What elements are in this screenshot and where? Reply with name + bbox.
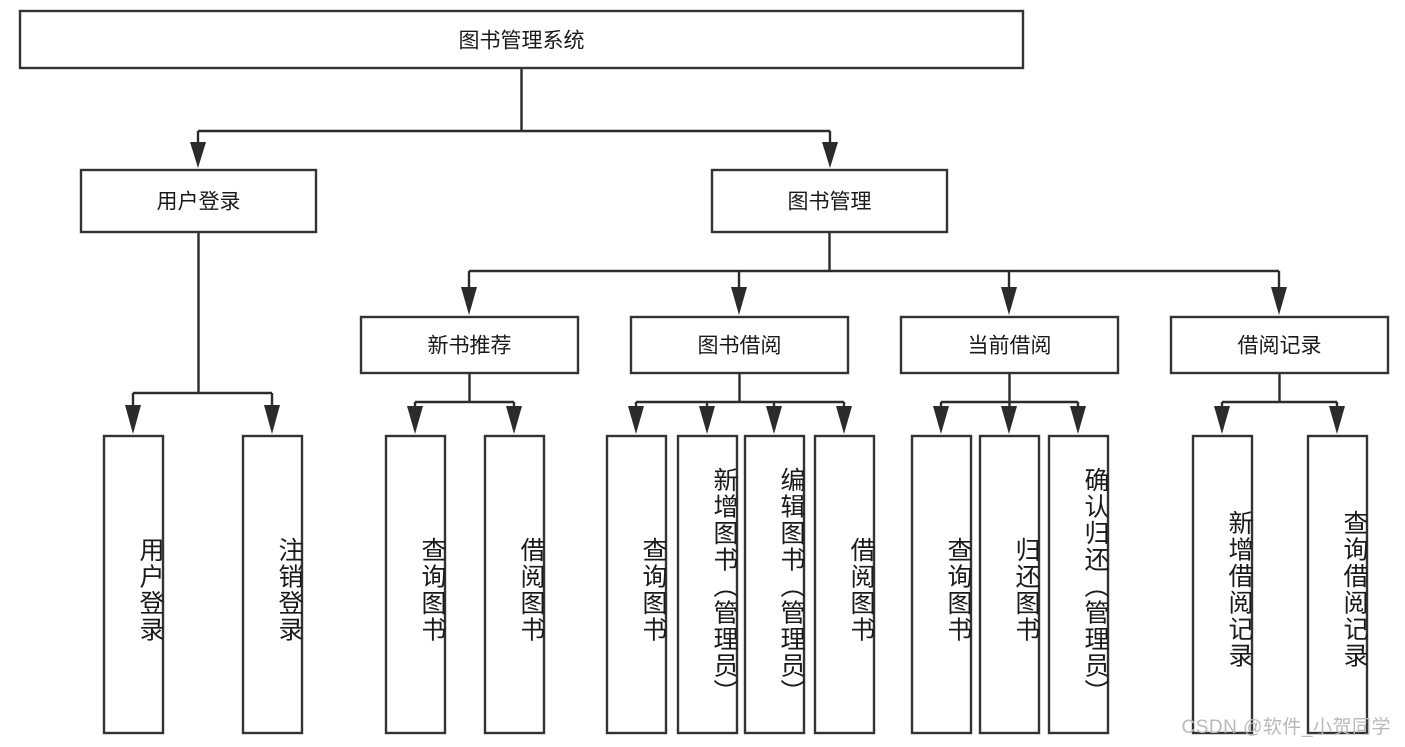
arrow-head-icon <box>1214 406 1230 434</box>
leaf-box-query-book-borrow[interactable] <box>605 434 668 735</box>
leaf-box-borrow-book[interactable] <box>813 434 876 735</box>
leaf-box-logout[interactable] <box>241 434 304 735</box>
leaf-box-user-login[interactable] <box>102 434 165 735</box>
node-new-book-recommend-label: 新书推荐 <box>428 335 512 358</box>
node-layer: 图书管理系统 用户登录 图书管理 新书推荐 图书借阅 当前 <box>18 9 1390 735</box>
node-book-borrow[interactable]: 图书借阅 <box>629 315 850 375</box>
leaf-box-add-borrow-record[interactable] <box>1191 434 1254 735</box>
node-new-book-recommend-box[interactable] <box>359 315 580 375</box>
arrow-head-icon <box>822 142 838 168</box>
node-user-login[interactable]: 用户登录 <box>79 168 318 234</box>
arrow-head-icon <box>407 406 423 434</box>
node-root[interactable]: 图书管理系统 <box>18 9 1025 70</box>
arrow-head-icon <box>461 287 477 315</box>
node-user-login-label: 用户登录 <box>157 191 241 214</box>
arrow-head-icon <box>1070 406 1086 434</box>
node-current-borrow[interactable]: 当前借阅 <box>899 315 1120 375</box>
arrow-head-icon <box>1271 287 1287 315</box>
node-user-login-box[interactable] <box>79 168 318 234</box>
arrow-head-icon <box>125 405 141 434</box>
arrow-head-icon <box>1001 406 1017 434</box>
arrow-head-icon <box>766 406 782 434</box>
arrow-head-icon <box>190 142 206 168</box>
leaf-box-add-book-admin[interactable] <box>676 434 739 735</box>
arrow-head-icon <box>699 406 715 434</box>
node-borrow-record-box[interactable] <box>1169 315 1390 375</box>
leaf-box-edit-book-admin[interactable] <box>743 434 806 735</box>
node-root-box[interactable] <box>18 9 1025 70</box>
leaf-box-query-book-rec[interactable] <box>384 434 447 735</box>
node-borrow-record[interactable]: 借阅记录 <box>1169 315 1390 375</box>
leaf-box-query-borrow-record[interactable] <box>1306 434 1369 735</box>
node-borrow-record-label: 借阅记录 <box>1238 335 1322 358</box>
connector-layer <box>125 68 1345 434</box>
leaf-box-confirm-return-admin[interactable] <box>1047 434 1110 735</box>
node-book-borrow-box[interactable] <box>629 315 850 375</box>
leaf-box-query-book-current[interactable] <box>910 434 973 735</box>
node-book-management-box[interactable] <box>710 168 949 234</box>
leaf-box-return-book[interactable] <box>978 434 1041 735</box>
node-book-borrow-label: 图书借阅 <box>698 335 782 358</box>
node-book-management[interactable]: 图书管理 <box>710 168 949 234</box>
arrow-head-icon <box>1001 287 1017 315</box>
node-root-label: 图书管理系统 <box>459 30 585 53</box>
node-current-borrow-box[interactable] <box>899 315 1120 375</box>
arrow-head-icon <box>933 406 949 434</box>
arrow-head-icon <box>628 406 644 434</box>
watermark-text: CSDN @软件_小贺同学 <box>1181 717 1391 738</box>
arrow-head-icon <box>731 287 747 315</box>
node-book-management-label: 图书管理 <box>788 191 872 214</box>
arrow-head-icon <box>836 406 852 434</box>
node-new-book-recommend[interactable]: 新书推荐 <box>359 315 580 375</box>
node-current-borrow-label: 当前借阅 <box>968 335 1052 358</box>
arrow-head-icon <box>506 406 522 434</box>
leaf-box-borrow-book-rec[interactable] <box>483 434 546 735</box>
arrow-head-icon <box>264 405 280 434</box>
arrow-head-icon <box>1329 406 1345 434</box>
